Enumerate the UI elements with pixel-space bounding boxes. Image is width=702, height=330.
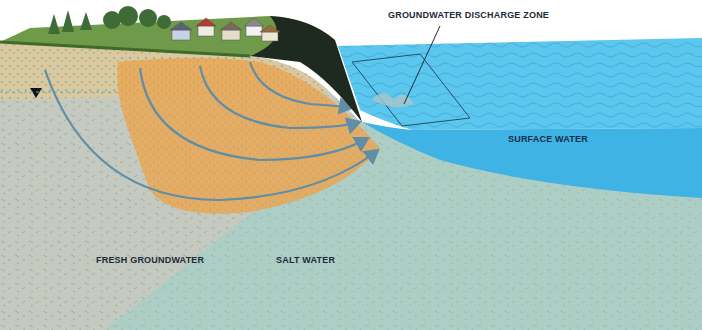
callout-label: GROUNDWATER DISCHARGE ZONE	[388, 10, 549, 20]
region-label: FRESH GROUNDWATER	[96, 255, 204, 265]
region-label: SURFACE WATER	[508, 134, 588, 144]
region-label: SALT WATER	[276, 255, 335, 265]
